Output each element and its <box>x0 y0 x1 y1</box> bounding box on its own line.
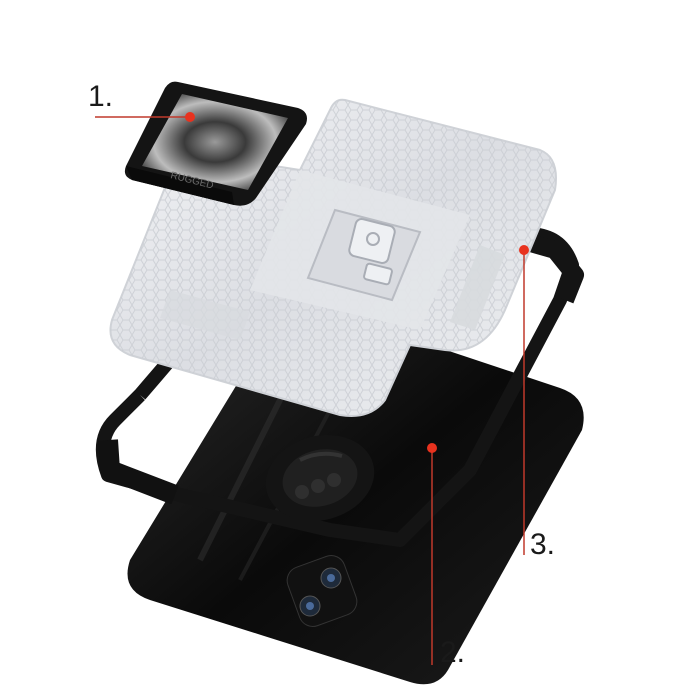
marker-dot-3 <box>519 245 529 255</box>
callout-label-2: 2. <box>440 636 466 669</box>
magnet-mount-recess <box>306 208 422 302</box>
marker-dot-2 <box>427 443 437 453</box>
phone-camera <box>286 555 358 627</box>
callout-1 <box>95 112 195 122</box>
ring-kickstand-plate: RUGGED <box>124 81 307 206</box>
bumper-frame <box>95 227 584 547</box>
callout-label-3: 3. <box>530 528 556 561</box>
marker-dot-1 <box>185 112 195 122</box>
callout-3 <box>519 245 529 555</box>
callout-label-1: 1. <box>88 80 114 113</box>
callout-2 <box>427 443 437 665</box>
